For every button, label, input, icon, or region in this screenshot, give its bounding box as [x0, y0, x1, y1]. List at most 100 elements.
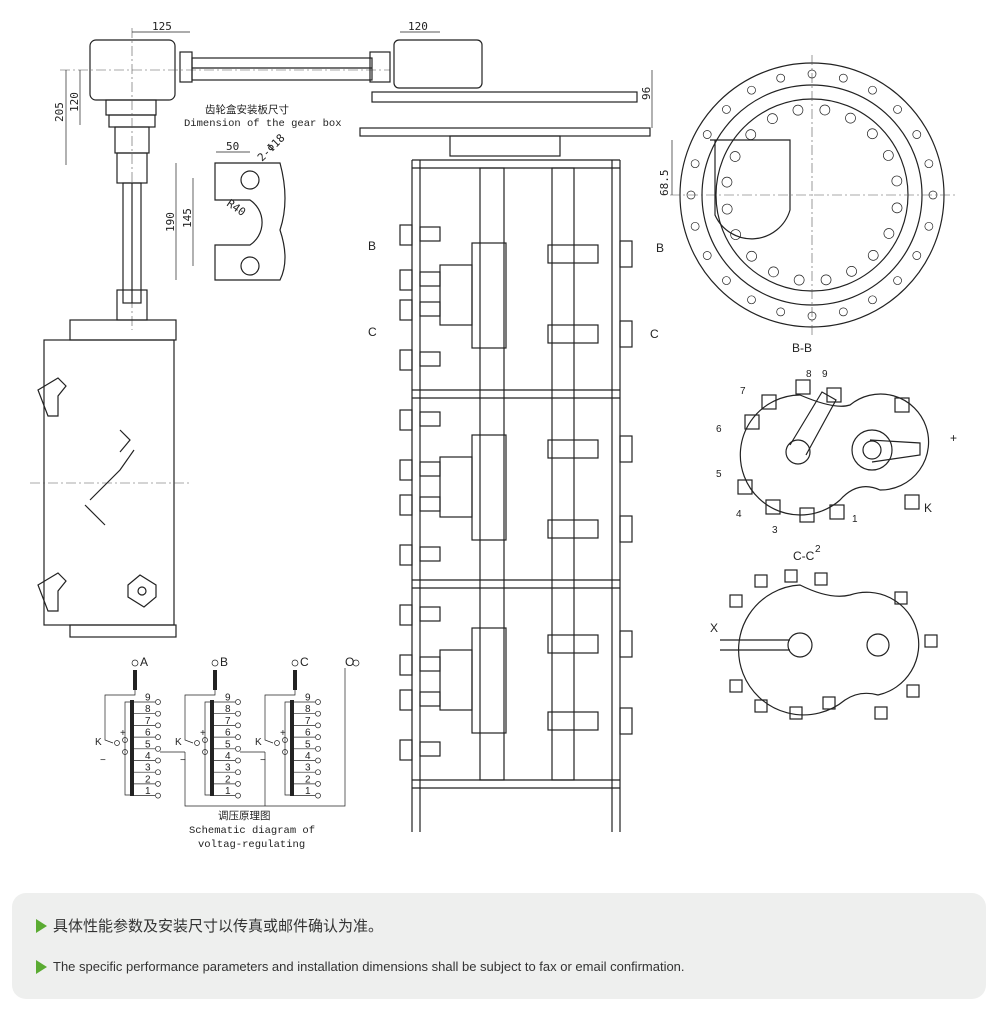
tap-terminal [315, 781, 321, 787]
bolt-hole-inner [745, 129, 757, 140]
cc-contact [754, 699, 768, 713]
contact-right [619, 240, 633, 268]
schematic-title-cn: 调压原理图 [218, 810, 271, 822]
motor-drive-cabinet [30, 319, 190, 638]
tap-terminal [235, 792, 241, 799]
tap-number-1: 1 [145, 786, 151, 797]
tap-number-9: 9 [305, 693, 311, 704]
bb-contact [894, 397, 910, 413]
bolt-hole-inner [867, 250, 879, 261]
marker-b-left: B [368, 239, 376, 253]
phase-lead [264, 690, 296, 744]
bolt-hole-inner [883, 228, 895, 239]
bolt-hole-inner [819, 104, 831, 116]
phase-lead [184, 690, 216, 744]
bullet-triangle-icon [36, 959, 47, 974]
switch-contact-minus [202, 749, 208, 755]
bolt-hole [912, 251, 922, 260]
contact-arm-left [419, 741, 441, 757]
tap-terminal [155, 699, 161, 705]
phase-terminal [211, 659, 219, 667]
tap-number-1: 1 [225, 786, 231, 797]
contact-block-right [547, 519, 599, 539]
notes-panel: 具体性能参数及安装尺寸以传真或邮件确认为准。 The specific perf… [12, 893, 986, 999]
tap-number-4: 4 [225, 751, 231, 762]
phase-label-B: B [220, 655, 228, 669]
bb-position-3: 3 [772, 525, 778, 536]
tap-number-3: 3 [225, 763, 231, 774]
bolt-hole-inner [721, 203, 733, 215]
bb-position-9: 9 [822, 369, 828, 380]
bolt-hole [838, 307, 848, 317]
phase-winding [213, 670, 217, 690]
bolt-hole [722, 276, 731, 285]
bolt-hole [807, 69, 817, 79]
contact-right [619, 630, 633, 658]
bolt-hole [776, 307, 786, 317]
contact-left [399, 224, 413, 246]
section-cc: X [710, 584, 920, 716]
bolt-hole-inner [867, 128, 878, 140]
bb-contact [765, 499, 781, 515]
neutral-terminal [352, 659, 360, 667]
bolt-hole [928, 190, 938, 200]
bolt-hole-inner [891, 175, 903, 187]
cc-contact [729, 679, 743, 693]
phase-terminal [131, 659, 139, 667]
switch-contact [194, 740, 200, 746]
bb-position-8: 8 [806, 369, 812, 380]
bb-contact [904, 494, 920, 510]
switch-contact [274, 740, 280, 746]
phase-winding [293, 670, 297, 690]
tap-terminal [155, 710, 161, 717]
bolt-hole [690, 221, 700, 231]
bolt-hole [893, 105, 902, 114]
bolt-hole-inner [820, 274, 832, 286]
contact-left [399, 459, 413, 481]
tap-number-2: 2 [145, 774, 151, 785]
contact-arm-left [419, 546, 441, 562]
section-bb: K + [739, 391, 957, 516]
bolt-hole [912, 130, 922, 139]
horizontal-shaft [179, 51, 391, 83]
tap-number-7: 7 [225, 716, 231, 727]
marker-b-right: B [656, 241, 664, 255]
tap-terminal [315, 699, 321, 705]
tap-terminal [155, 781, 161, 787]
switch-contact [114, 740, 120, 746]
gear-box-left [60, 28, 390, 330]
bb-position-5: 5 [716, 469, 722, 480]
contact-arm-left [419, 656, 441, 672]
column-contacts [399, 224, 633, 761]
dim-190: 190 [164, 212, 177, 232]
contact-left [399, 654, 413, 676]
bb-position-1: 1 [852, 514, 858, 525]
plus-label: + [280, 728, 286, 739]
bolt-hole-inner [729, 151, 741, 162]
tap-terminal [155, 757, 161, 764]
contact-block-right [547, 439, 599, 459]
bolt-hole [747, 295, 756, 305]
tap-number-3: 3 [305, 763, 311, 774]
tap-terminal [155, 722, 161, 729]
contact-block-right [547, 244, 599, 264]
phase-label-A: A [140, 655, 148, 669]
contact-arm-left [419, 496, 441, 512]
bolt-hole-inner [721, 176, 733, 188]
bolt-hole-inner [845, 112, 856, 124]
gearbox-title-en: Dimension of the gear box [184, 118, 342, 130]
tap-terminal [155, 734, 161, 740]
contact-arm-left [419, 606, 441, 622]
contact-block-right [547, 711, 599, 731]
dim-125: 125 [152, 20, 172, 33]
cc-contact [894, 591, 908, 605]
contact-arm-left [419, 691, 441, 707]
tap-number-9: 9 [225, 693, 231, 704]
winding-loop [124, 701, 132, 796]
dim-120-left: 120 [68, 92, 81, 112]
cc-contact [754, 574, 768, 588]
tap-number-8: 8 [305, 704, 311, 715]
tap-number-5: 5 [305, 739, 311, 750]
